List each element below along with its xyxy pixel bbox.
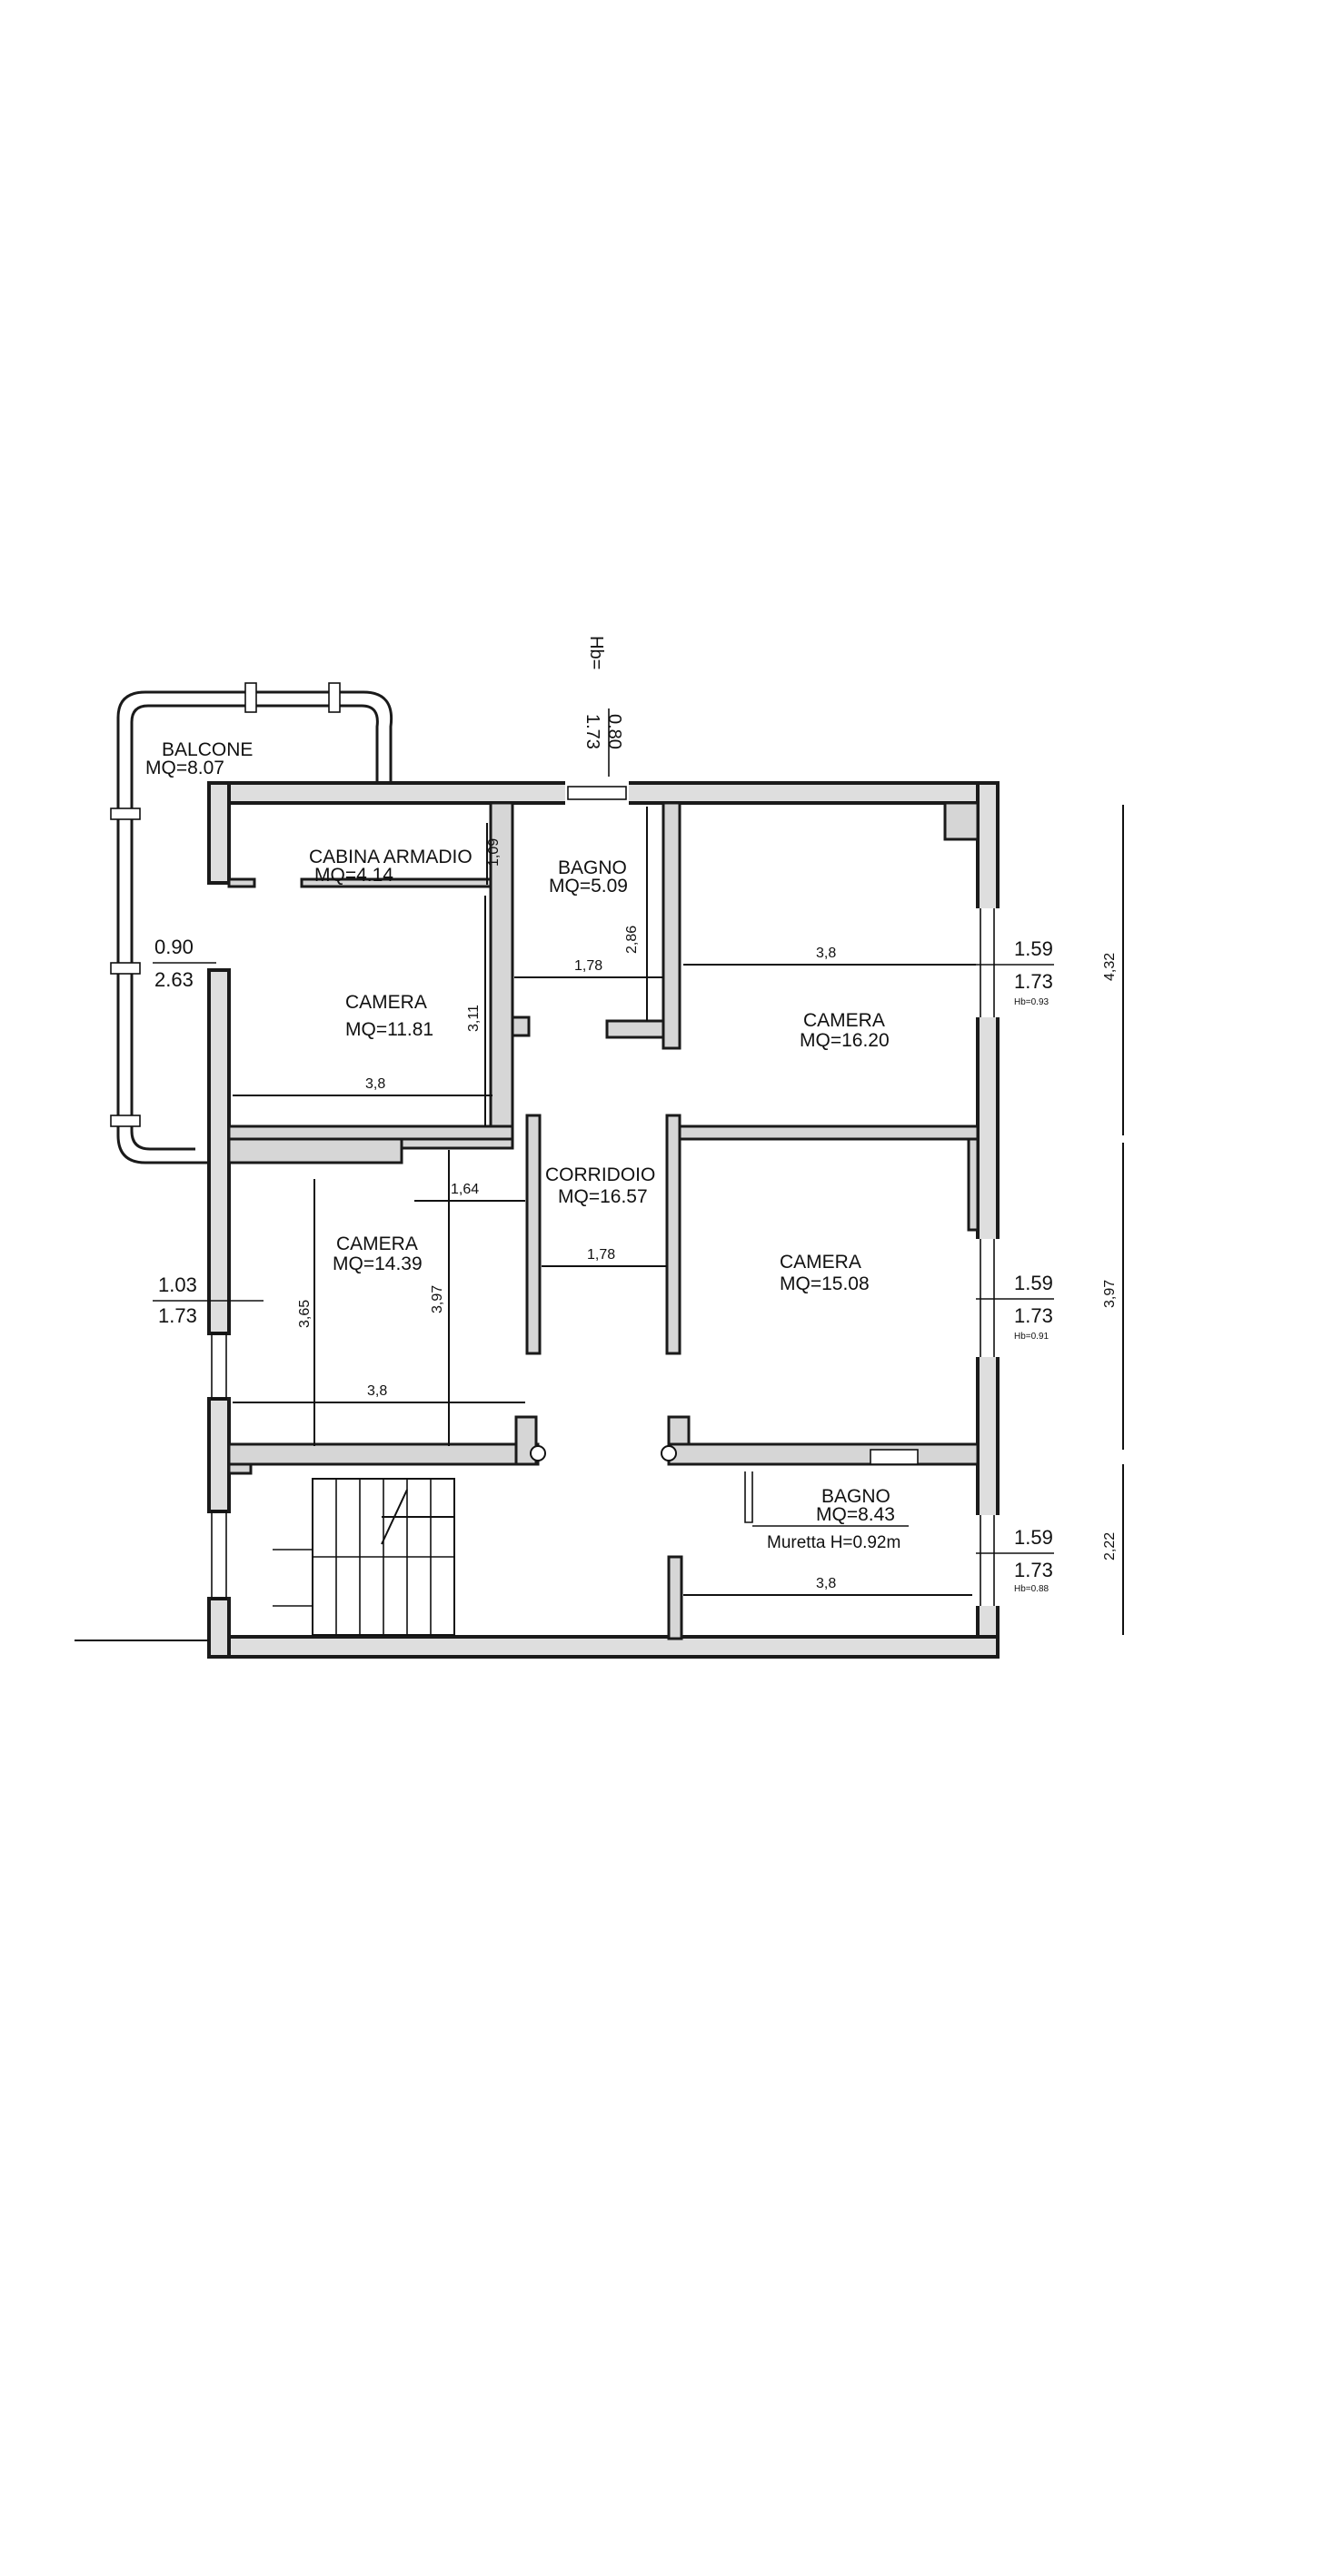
wall-bagno2-left	[667, 1555, 683, 1640]
room-labels: BALCONE MQ=8.07 CABINA ARMADIO MQ=4.14 B…	[145, 739, 900, 1552]
window-left-camera3	[211, 1333, 227, 1400]
dim-right-1: 4,32	[1102, 953, 1118, 981]
top-window-w: 0.80	[604, 714, 624, 749]
camera2-window-h: 1.73	[1014, 970, 1053, 993]
outer-wall-left-4	[207, 1597, 231, 1659]
wall-stair-top	[227, 1462, 253, 1475]
wall-camera2-corner	[943, 801, 980, 841]
dim-bagno1-h: 2,86	[624, 926, 640, 954]
outer-wall-left-3	[207, 1397, 231, 1513]
wall-corr-right	[665, 1114, 681, 1355]
wall-camera3-top	[227, 1137, 403, 1164]
dim-bagno1-w: 1,78	[574, 958, 602, 974]
balcone-window-h: 2.63	[154, 968, 194, 991]
outer-wall-bottom	[207, 1635, 1000, 1659]
corridoio-name: CORRIDOIO	[545, 1164, 655, 1185]
bagno2-area: MQ=8.43	[816, 1504, 895, 1525]
camera3-name: CAMERA	[336, 1234, 418, 1254]
balcone-window-w: 0.90	[154, 936, 194, 958]
top-window-hb: Hb=	[586, 636, 606, 669]
top-window-h: 1.73	[582, 714, 602, 749]
dim-cabina-h: 1,09	[486, 838, 502, 867]
window-gap-camera4	[975, 1239, 1000, 1357]
balcone-outline	[116, 690, 393, 1164]
bagno1-area: MQ=5.09	[549, 876, 628, 897]
camera4-window-h: 1.73	[1014, 1304, 1053, 1327]
window-labels: Hb= 0.80 1.73 0.90 2.63 1.03 1.73 1.59 1…	[154, 636, 1053, 1594]
camera1-area: MQ=11.81	[345, 1019, 433, 1040]
balcone-area: MQ=8.07	[145, 758, 224, 778]
window-gap-bagno2	[975, 1515, 1000, 1606]
camera4-name: CAMERA	[780, 1252, 861, 1273]
dim-camera3-h2: 3,97	[430, 1285, 445, 1313]
bagno2-window-w: 1.59	[1014, 1526, 1053, 1549]
balcone-post	[328, 682, 341, 713]
dim-camera1-w: 3,8	[365, 1076, 385, 1092]
wall-cabina-1	[227, 877, 256, 888]
wall-camera4-bottom	[667, 1442, 980, 1466]
outer-wall-left-1	[207, 781, 231, 885]
balcone-post	[110, 807, 141, 820]
cabina-name: CABINA ARMADIO	[309, 847, 472, 867]
camera2-area: MQ=16.20	[800, 1030, 890, 1051]
camera3-area: MQ=14.39	[333, 1253, 423, 1274]
wall-bagno1-bottom	[605, 1019, 665, 1039]
column-right	[661, 1445, 677, 1461]
balcone-outline-inner	[130, 704, 379, 1151]
dim-right-3: 2,22	[1102, 1532, 1118, 1560]
window-top	[567, 786, 627, 800]
camera2-window-hb: Hb=0.93	[1014, 997, 1049, 1007]
walls	[207, 780, 1000, 1659]
balcone-post	[110, 962, 141, 975]
staircase	[75, 1478, 455, 1641]
dim-camera3-h1: 3,65	[297, 1300, 313, 1328]
dim-right-2: 3,97	[1102, 1280, 1118, 1308]
camera4-area: MQ=15.08	[780, 1273, 870, 1294]
muretta	[744, 1471, 753, 1523]
wall-corr-left	[525, 1114, 542, 1355]
dim-camera3-w: 3,8	[367, 1383, 387, 1399]
window-gap-top	[565, 780, 629, 806]
wall-bagno1-stub	[511, 1016, 531, 1037]
wall-camera1-bottom	[227, 1125, 514, 1141]
dimension-lines	[153, 708, 1124, 1635]
camera4-window-hb: Hb=0.91	[1014, 1332, 1049, 1342]
dim-corridoio-w: 1,78	[587, 1247, 615, 1263]
corridoio-area: MQ=16.57	[558, 1186, 648, 1207]
bagno2-name: BAGNO	[821, 1486, 890, 1507]
camera3-window-w: 1.03	[158, 1273, 197, 1296]
dim-camera1-h: 3,11	[466, 1005, 482, 1032]
wall-camera3-top2	[400, 1137, 514, 1150]
balcone-post	[110, 1115, 141, 1127]
wall-camera3-bottom	[227, 1442, 540, 1466]
bagno2-window-h: 1.73	[1014, 1559, 1053, 1581]
camera2-window-w: 1.59	[1014, 937, 1053, 960]
wall-camera4-right	[967, 1137, 980, 1232]
bagno2-window-hb: Hb=0.88	[1014, 1584, 1049, 1594]
stair-lower	[273, 1549, 313, 1607]
wall-camera2-bottom	[678, 1125, 980, 1141]
cabina-area: MQ=4.14	[314, 865, 393, 886]
window-left-stair	[211, 1511, 227, 1600]
camera1-name: CAMERA	[345, 992, 427, 1013]
bagno1-name: BAGNO	[558, 857, 627, 878]
wall-bagno1-right	[662, 801, 681, 1050]
bagno2-note: Muretta H=0.92m	[767, 1533, 900, 1552]
outer-wall-left-2	[207, 968, 231, 1335]
dim-bagno2-w: 3,8	[816, 1576, 836, 1591]
balcone-post	[244, 682, 257, 713]
camera3-window-h: 1.73	[158, 1304, 197, 1327]
dimension-labels: 1,09 2,86 1,78 3,8 3,11 3,8 1,78 1,64 3,…	[297, 838, 1118, 1591]
dim-corr-top: 1,64	[451, 1182, 479, 1197]
camera2-name: CAMERA	[803, 1010, 885, 1031]
bagno2-fixture	[870, 1449, 919, 1465]
dim-camera2-w: 3,8	[816, 946, 836, 961]
balcone-name: BALCONE	[162, 739, 253, 760]
camera4-window-w: 1.59	[1014, 1272, 1053, 1294]
column-left	[530, 1445, 546, 1461]
window-gap-camera2	[975, 908, 1000, 1017]
